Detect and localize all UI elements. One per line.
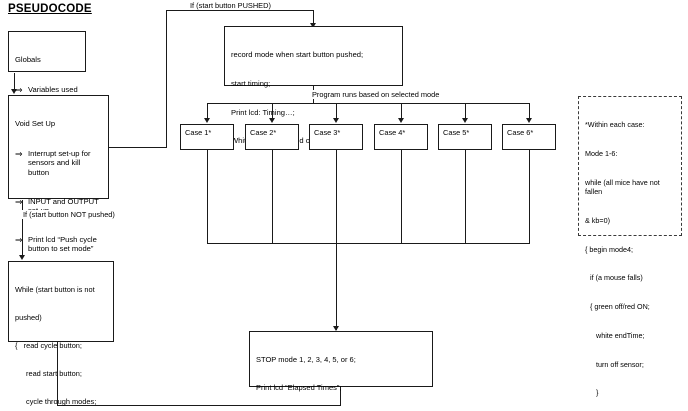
edge-feedback-rail xyxy=(57,405,341,406)
edge-globals-to-setup xyxy=(14,73,15,90)
edge-rail-to-record xyxy=(313,10,314,25)
edge-bus-to-case-5 xyxy=(465,103,466,120)
node-while-loop: While (start button is not pushed) { rea… xyxy=(8,261,114,406)
edge-bus-to-case-1 xyxy=(207,103,208,120)
edge-case-3-down xyxy=(336,150,337,243)
node-case-6: Case 6* xyxy=(502,124,556,150)
edge-label-start-not-pushed: If (start button NOT pushed) xyxy=(22,210,116,219)
edge-top-rail xyxy=(166,10,314,11)
node-case-4: Case 4* xyxy=(374,124,428,150)
case-label: Case 3* xyxy=(314,128,341,137)
edge-setup-up xyxy=(166,10,167,148)
globals-header: Globals xyxy=(15,55,41,65)
case-label: Case 2* xyxy=(250,128,277,137)
node-stop-block: STOP mode 1, 2, 3, 4, 5, or 6; Print lcd… xyxy=(249,331,433,392)
edge-setup-right xyxy=(108,147,167,148)
edge-case-5-down xyxy=(465,150,466,243)
arrowhead-icon xyxy=(10,89,17,94)
edge-case-merge-bus xyxy=(207,243,530,244)
setup-header: Void Set Up xyxy=(15,119,56,129)
edge-feedback-up xyxy=(57,333,58,406)
edge-case-2-down xyxy=(272,150,273,243)
arrowhead-icon xyxy=(461,118,468,123)
edge-case-6-down xyxy=(529,150,530,243)
double-arrow-icon: ⇒ xyxy=(15,148,23,159)
edge-setup-to-while xyxy=(22,200,23,257)
case-label: Case 5* xyxy=(443,128,470,137)
node-case-note: *Within each case: Mode 1-6: while (all … xyxy=(578,96,682,397)
edge-bus-to-case-2 xyxy=(272,103,273,120)
node-case-3: Case 3* xyxy=(309,124,363,150)
arrowhead-icon xyxy=(268,118,275,123)
arrowhead-icon xyxy=(18,255,25,260)
node-case-5: Case 5* xyxy=(438,124,492,150)
edge-bus-to-case-6 xyxy=(529,103,530,120)
case-label: Case 1* xyxy=(185,128,212,137)
node-globals: Globals ⇒ Variables used ⇒ Pins used xyxy=(8,31,86,125)
edge-label-start-pushed: If (start button PUSHED) xyxy=(189,1,272,10)
node-case-1: Case 1* xyxy=(180,124,234,150)
arrowhead-icon xyxy=(332,326,339,331)
double-arrow-icon: ⇒ xyxy=(15,196,23,207)
node-case-2: Case 2* xyxy=(245,124,299,150)
double-arrow-icon: ⇒ xyxy=(15,234,23,245)
edge-case-1-down xyxy=(207,150,208,243)
node-void-setup: Void Set Up ⇒ Interrupt set-up for senso… xyxy=(8,95,109,292)
edge-stop-down xyxy=(340,387,341,406)
edge-label-program-runs: Program runs based on selected mode xyxy=(311,90,441,99)
setup-bullet-2: ⇒ Print lcd “Push cycle button to set mo… xyxy=(15,234,99,254)
edge-bus-to-case-3 xyxy=(336,103,337,120)
arrowhead-icon xyxy=(203,118,210,123)
arrowhead-icon xyxy=(332,118,339,123)
page-title: PSEUDOCODE xyxy=(8,3,92,15)
arrowhead-icon xyxy=(397,118,404,123)
arrowhead-icon xyxy=(525,118,532,123)
case-label: Case 4* xyxy=(379,128,406,137)
case-label: Case 6* xyxy=(507,128,534,137)
edge-case-4-down xyxy=(401,150,402,243)
arrowhead-icon xyxy=(309,23,316,28)
double-arrow-icon: ⇒ xyxy=(15,84,23,95)
edge-case-bus xyxy=(207,103,529,104)
globals-bullet-0: ⇒ Variables used xyxy=(15,84,78,95)
edge-merge-to-stop xyxy=(336,243,337,330)
setup-bullet-0: ⇒ Interrupt set-up for sensors and kill … xyxy=(15,148,93,177)
edge-bus-to-case-4 xyxy=(401,103,402,120)
node-record-mode: record mode when start button pushed; st… xyxy=(224,26,403,145)
